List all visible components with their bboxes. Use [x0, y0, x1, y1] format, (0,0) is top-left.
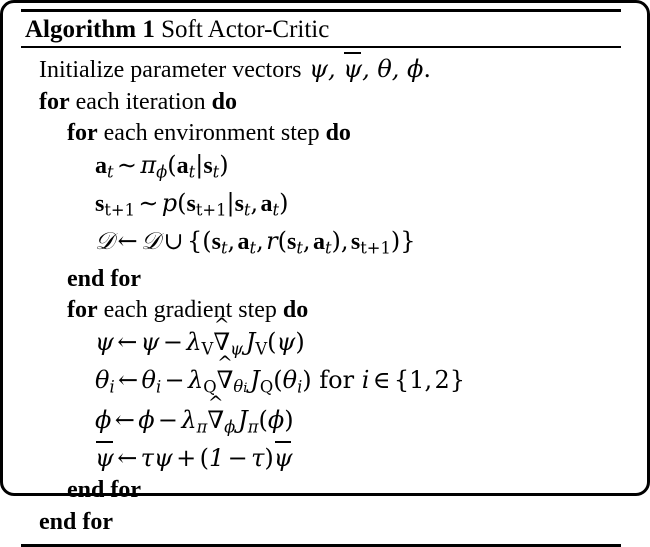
alg-keyword-end-for: end for	[67, 265, 141, 292]
alg-line-initialize-symbols: ψ, ψ, θ, ϕ.	[302, 52, 431, 83]
algorithm-top-rule	[21, 9, 621, 12]
alg-line-end-for-iteration: end for	[35, 507, 621, 539]
alg-line-for-iteration: for each iteration do	[35, 87, 621, 119]
algorithm-title-name: Soft Actor-Critic	[161, 16, 330, 43]
alg-line-update-target-psi: ψ←τψ+(1−τ)ψ	[91, 441, 621, 476]
algorithm-title: Algorithm 1 Soft Actor-Critic	[21, 12, 621, 46]
alg-keyword-for: for	[67, 297, 98, 324]
algorithm-body: Initialize parameter vectors ψ, ψ, θ, ϕ.…	[21, 48, 621, 544]
alg-keyword-end-for: end for	[67, 477, 141, 504]
algorithm-title-keyword: Algorithm 1	[25, 16, 155, 43]
alg-line-for-gradient-step-text: each gradient step	[103, 297, 277, 324]
algorithm-float: Algorithm 1 Soft Actor-Critic Initialize…	[21, 9, 621, 547]
alg-keyword-do: do	[282, 297, 309, 324]
alg-line-for-env-step: for each environment step do	[63, 118, 621, 150]
alg-keyword-do: do	[325, 120, 351, 146]
alg-line-initialize: Initialize parameter vectors ψ, ψ, θ, ϕ.	[35, 52, 621, 87]
alg-line-for-env-step-text: each environment step	[103, 120, 320, 146]
alg-line-initialize-text: Initialize parameter vectors	[39, 57, 302, 83]
alg-keyword-end-for: end for	[39, 508, 113, 535]
alg-math-update-target-psi: ψ←τψ+(1−τ)ψ	[95, 441, 293, 472]
alg-line-end-for-gradient: end for	[63, 475, 621, 507]
alg-line-sample-next-state: st+1∼p(st+1|st, at)	[91, 188, 621, 226]
alg-math-replay-buffer-update: 𝒟←𝒟∪{(st, at, r(st, at), st+1)}	[95, 226, 416, 258]
alg-keyword-for: for	[39, 88, 70, 115]
alg-line-replay-buffer-update: 𝒟←𝒟∪{(st, at, r(st, at), st+1)}	[91, 226, 621, 264]
alg-line-end-for-env: end for	[63, 264, 621, 296]
alg-keyword-do: do	[211, 88, 237, 115]
alg-line-for-iteration-text: each iteration	[75, 88, 206, 115]
alg-line-for-gradient-step: for each gradient step do	[63, 295, 621, 327]
alg-math-sample-next-state: st+1∼p(st+1|st, at)	[95, 188, 289, 220]
algorithm-title-rule	[21, 46, 621, 48]
alg-keyword-for: for	[67, 120, 98, 146]
alg-line-sample-action: at∼πϕ(at|st)	[91, 150, 621, 188]
alg-math-sample-action: at∼πϕ(at|st)	[95, 150, 229, 182]
